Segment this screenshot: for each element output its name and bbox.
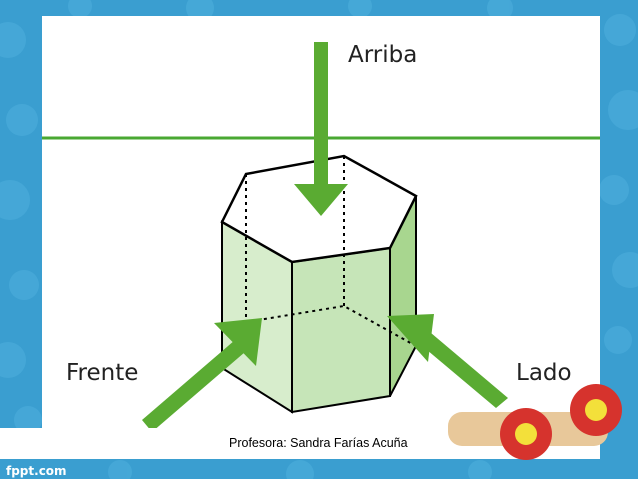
label-top: Arriba (348, 42, 417, 68)
slide: Arriba Frente Lado (42, 16, 600, 428)
toy-car-decoration (448, 384, 622, 460)
prism-front-face (291, 246, 391, 414)
arrow-side (387, 314, 508, 408)
brand-logo: fppt.com (6, 464, 67, 478)
arrow-front (142, 318, 262, 428)
label-front: Frente (66, 360, 138, 386)
prism-views-diagram: Arriba Frente Lado (42, 42, 600, 428)
teacher-credit: Profesora: Sandra Farías Acuña (229, 436, 408, 450)
label-side: Lado (516, 360, 572, 386)
arrow-top (294, 42, 348, 216)
